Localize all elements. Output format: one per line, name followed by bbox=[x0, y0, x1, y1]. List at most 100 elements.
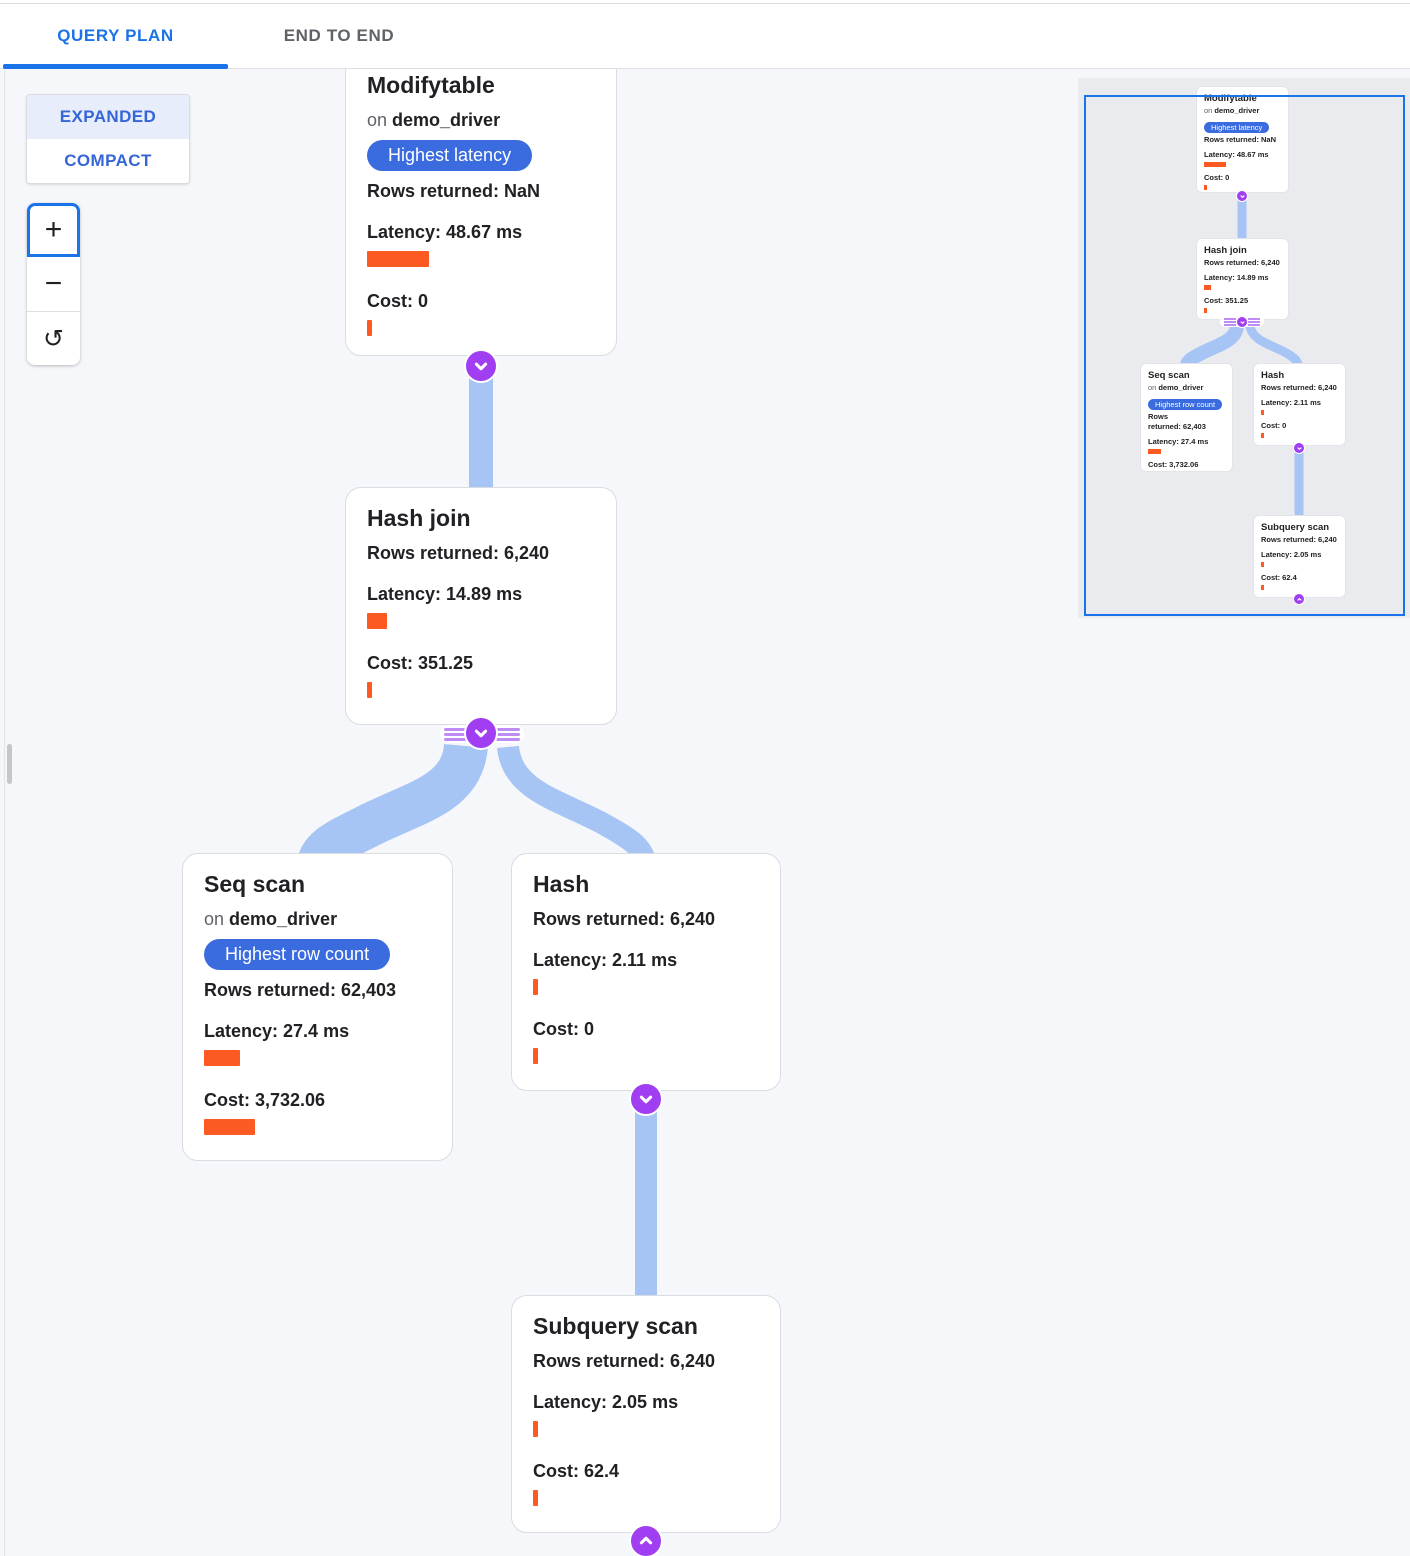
latency-label: Latency: bbox=[533, 950, 608, 970]
mini-rows-line: Rows returned:62,403 bbox=[1148, 412, 1206, 431]
latency-bar bbox=[204, 1050, 240, 1066]
cost-bar bbox=[204, 1119, 255, 1135]
rows-label: Rows returned: bbox=[533, 909, 666, 929]
tab-end-to-end[interactable]: END TO END bbox=[283, 26, 395, 45]
cost-label: Cost: bbox=[533, 1461, 579, 1481]
chevron-up-icon bbox=[1296, 597, 1302, 601]
mini-node-title: Hash bbox=[1261, 370, 1285, 381]
edge-bundle-stripe bbox=[496, 728, 520, 731]
mini-node-title: Subquery scan bbox=[1261, 522, 1330, 533]
latency-value: 48.67 ms bbox=[446, 222, 523, 242]
expand-chevron-subquery-scan[interactable] bbox=[628, 1523, 663, 1556]
mini-edge-bundle-stripe bbox=[1224, 318, 1236, 320]
latency-label: Latency: bbox=[367, 584, 442, 604]
latency-metric: Latency:2.11 ms bbox=[533, 947, 759, 995]
plan-node-hash-join[interactable]: Hash join Rows returned:6,240 Latency:14… bbox=[345, 487, 617, 725]
rows-label: Rows returned: bbox=[367, 543, 500, 563]
cost-label: Cost: bbox=[367, 291, 413, 311]
mini-rows-line: Rows returned:6,240 bbox=[1204, 258, 1280, 267]
cost-metric: Cost:0 bbox=[533, 1016, 759, 1064]
tab-query-plan[interactable]: QUERY PLAN bbox=[57, 26, 174, 45]
rows-value: 6,240 bbox=[670, 909, 716, 929]
latency-label: Latency: bbox=[367, 222, 442, 242]
mini-latency-bar bbox=[1204, 162, 1227, 167]
on-prefix: on bbox=[367, 110, 388, 130]
highest-latency-badge: Highest latency bbox=[367, 140, 533, 171]
rows-label: Rows returned: bbox=[204, 980, 337, 1000]
mini-chevron-subquery-scan bbox=[1293, 593, 1305, 605]
collapse-chevron-hash[interactable] bbox=[628, 1081, 663, 1116]
view-mode-toggle: EXPANDED COMPACT bbox=[26, 94, 190, 184]
chevron-down-icon bbox=[1239, 320, 1245, 324]
plan-node-subquery-scan[interactable]: Subquery scan Rows returned:6,240 Latenc… bbox=[511, 1295, 781, 1533]
collapse-chevron-modifytable[interactable] bbox=[463, 348, 498, 383]
latency-metric: Latency:14.89 ms bbox=[367, 581, 595, 629]
latency-bar bbox=[533, 979, 538, 995]
compact-button[interactable]: COMPACT bbox=[27, 139, 189, 183]
edge-bundle-stripe bbox=[444, 728, 468, 731]
chevron-down-icon bbox=[474, 729, 487, 737]
mini-cost-bar bbox=[1204, 308, 1207, 313]
cost-bar bbox=[533, 1048, 538, 1064]
active-tab-indicator bbox=[3, 64, 228, 69]
table-name: demo_driver bbox=[229, 909, 338, 929]
cost-metric: Cost:0 bbox=[367, 288, 595, 336]
cost-value: 0 bbox=[418, 291, 429, 311]
latency-bar bbox=[367, 613, 387, 629]
latency-metric: Latency:2.05 ms bbox=[533, 1389, 759, 1437]
cost-bar bbox=[367, 682, 372, 698]
zoom-reset-button[interactable]: ↺ bbox=[27, 311, 80, 365]
latency-bar bbox=[533, 1421, 538, 1437]
mini-cost-bar bbox=[1261, 433, 1264, 438]
mini-badge: Highest row count bbox=[1148, 399, 1223, 410]
table-name: demo_driver bbox=[392, 110, 501, 130]
cost-bar bbox=[367, 320, 372, 336]
latency-metric: Latency:27.4 ms bbox=[204, 1018, 431, 1066]
minimap-viewport[interactable] bbox=[1084, 95, 1405, 616]
latency-value: 14.89 ms bbox=[446, 584, 523, 604]
rows-returned-line: Rows returned:6,240 bbox=[533, 1348, 759, 1374]
expanded-button[interactable]: EXPANDED bbox=[27, 95, 189, 139]
cost-metric: Cost:3,732.06 bbox=[204, 1087, 431, 1135]
rows-value: 6,240 bbox=[670, 1351, 716, 1371]
edge-bundle-stripe bbox=[496, 733, 520, 736]
edge-bundle-stripe bbox=[444, 738, 468, 741]
latency-label: Latency: bbox=[533, 1392, 608, 1412]
vertical-scrollbar-thumb[interactable] bbox=[7, 744, 12, 784]
plan-node-hash[interactable]: Hash Rows returned:6,240 Latency:2.11 ms… bbox=[511, 853, 781, 1091]
rows-returned-line: Rows returned:62,403 bbox=[204, 977, 431, 1003]
cost-label: Cost: bbox=[367, 653, 413, 673]
rows-label: Rows returned: bbox=[367, 181, 500, 201]
cost-metric: Cost:351.25 bbox=[367, 650, 595, 698]
node-title: Hash bbox=[533, 871, 590, 897]
node-title: Hash join bbox=[367, 505, 471, 531]
chevron-down-icon bbox=[474, 362, 487, 370]
chevron-down-icon bbox=[1239, 194, 1245, 198]
zoom-in-button[interactable]: + bbox=[27, 203, 80, 257]
latency-value: 2.05 ms bbox=[612, 1392, 679, 1412]
node-title: Subquery scan bbox=[533, 1313, 698, 1339]
cost-metric: Cost:62.4 bbox=[533, 1458, 759, 1506]
mini-rows-line: Rows returned:6,240 bbox=[1261, 535, 1337, 544]
cost-value: 0 bbox=[584, 1019, 595, 1039]
collapse-chevron-hash-join[interactable] bbox=[463, 715, 498, 750]
mini-node-title: Seq scan bbox=[1148, 370, 1190, 381]
rows-returned-line: Rows returned:NaN bbox=[367, 178, 595, 204]
mini-latency-bar bbox=[1148, 449, 1161, 454]
zoom-out-button[interactable]: − bbox=[27, 257, 80, 311]
mini-latency-bar bbox=[1261, 410, 1264, 415]
rows-label: Rows returned: bbox=[533, 1351, 666, 1371]
mini-rows-line: Rows returned:NaN bbox=[1204, 135, 1277, 144]
node-title: Seq scan bbox=[204, 871, 305, 897]
mini-edge-bundle-stripe bbox=[1248, 318, 1260, 320]
mini-edge-bundle-stripe bbox=[1224, 321, 1236, 323]
mini-cost-bar bbox=[1261, 585, 1264, 590]
edge-hashjoin-hash bbox=[497, 745, 657, 870]
